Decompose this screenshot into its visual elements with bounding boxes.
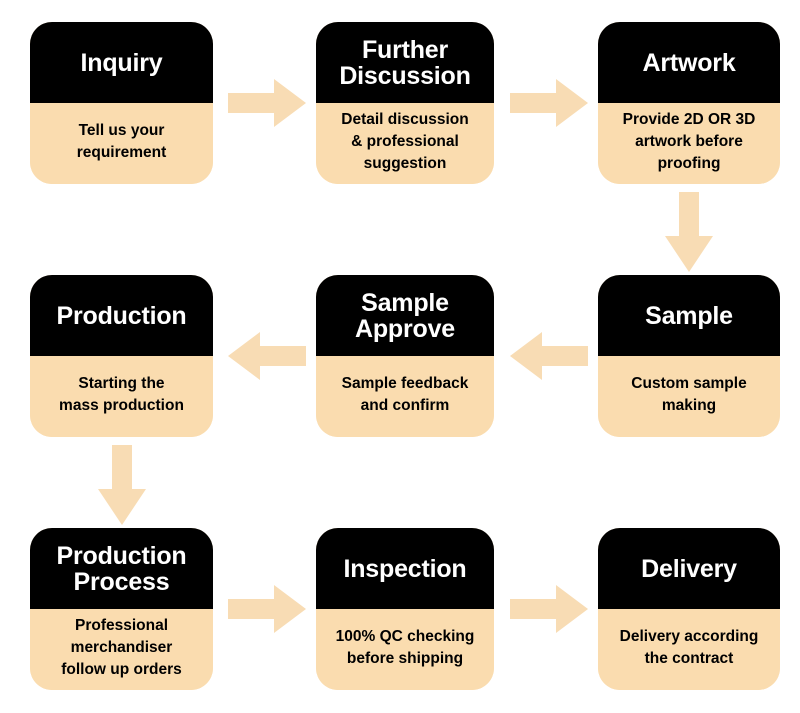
node-title-artwork: Artwork	[598, 22, 780, 103]
node-title-delivery: Delivery	[598, 528, 780, 609]
node-title-sample: Sample	[598, 275, 780, 356]
node-title-further-discussion: Further Discussion	[316, 22, 494, 103]
process-node-artwork[interactable]: Artwork Provide 2D OR 3D artwork before …	[598, 22, 780, 184]
node-description-inspection: 100% QC checking before shipping	[316, 609, 494, 690]
process-node-production-process[interactable]: Production Process Professional merchand…	[30, 528, 213, 690]
node-title-inspection: Inspection	[316, 528, 494, 609]
node-description-sample-approve: Sample feedback and confirm	[316, 356, 494, 437]
process-node-inquiry[interactable]: Inquiry Tell us your requirement	[30, 22, 213, 184]
node-description-delivery: Delivery according the contract	[598, 609, 780, 690]
arrow-sample-approve-to-production	[228, 330, 306, 382]
arrow-inquiry-to-further-discussion	[228, 77, 306, 129]
arrow-production-process-to-inspection	[228, 583, 306, 635]
arrow-further-discussion-to-artwork	[510, 77, 588, 129]
arrow-artwork-to-sample	[663, 192, 715, 272]
node-description-inquiry: Tell us your requirement	[30, 103, 213, 184]
process-node-production[interactable]: Production Starting the mass production	[30, 275, 213, 437]
process-node-further-discussion[interactable]: Further Discussion Detail discussion & p…	[316, 22, 494, 184]
process-node-delivery[interactable]: Delivery Delivery according the contract	[598, 528, 780, 690]
node-description-sample: Custom sample making	[598, 356, 780, 437]
node-description-production-process: Professional merchandiser follow up orde…	[30, 609, 213, 690]
arrow-sample-to-sample-approve	[510, 330, 588, 382]
node-description-artwork: Provide 2D OR 3D artwork before proofing	[598, 103, 780, 184]
process-node-sample[interactable]: Sample Custom sample making	[598, 275, 780, 437]
node-description-production: Starting the mass production	[30, 356, 213, 437]
process-node-inspection[interactable]: Inspection 100% QC checking before shipp…	[316, 528, 494, 690]
node-description-further-discussion: Detail discussion & professional suggest…	[316, 103, 494, 184]
arrow-inspection-to-delivery	[510, 583, 588, 635]
node-title-production-process: Production Process	[30, 528, 213, 609]
node-title-sample-approve: Sample Approve	[316, 275, 494, 356]
process-node-sample-approve[interactable]: Sample Approve Sample feedback and confi…	[316, 275, 494, 437]
node-title-production: Production	[30, 275, 213, 356]
node-title-inquiry: Inquiry	[30, 22, 213, 103]
arrow-production-to-production-process	[96, 445, 148, 525]
